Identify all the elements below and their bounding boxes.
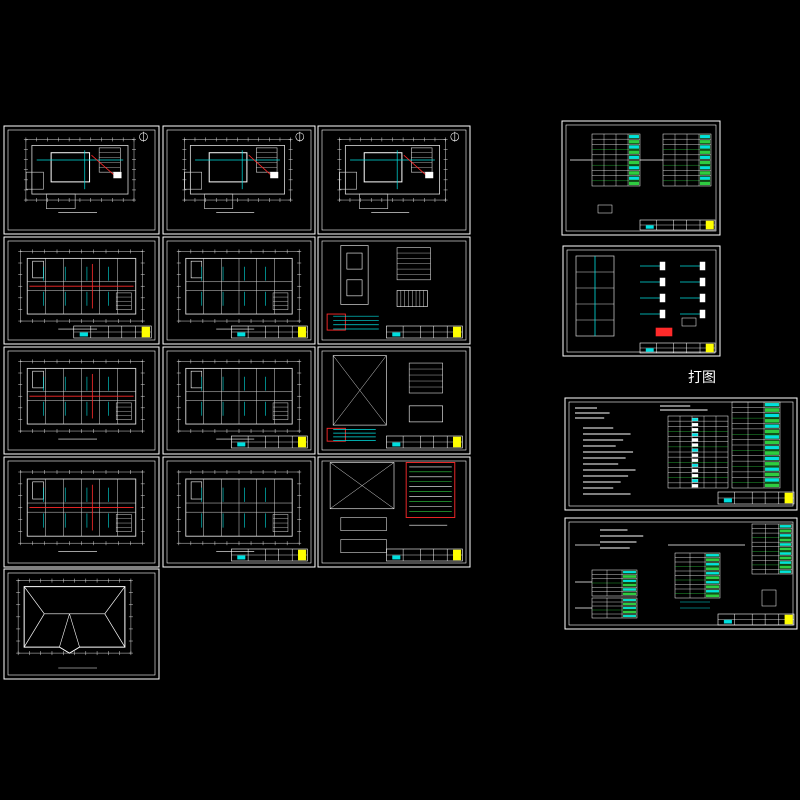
sheet-3 xyxy=(317,125,471,235)
dimension-lines xyxy=(182,137,293,203)
sheet-12 xyxy=(317,456,471,568)
sheet-1 xyxy=(3,125,160,235)
sheet-roof xyxy=(3,568,160,680)
sheet-6 xyxy=(317,236,471,345)
dimension-lines xyxy=(16,578,133,656)
detail-drawing xyxy=(329,462,456,553)
floor-plan xyxy=(337,131,460,213)
title-block xyxy=(639,219,716,231)
dimension-lines xyxy=(176,249,302,324)
dimension-lines xyxy=(176,470,302,546)
floor-plan xyxy=(176,359,302,440)
schedule-table xyxy=(731,401,781,489)
schedule-table xyxy=(591,569,638,597)
print-annotation: 打图 xyxy=(688,370,716,386)
title-block xyxy=(73,325,152,339)
dimension-lines xyxy=(23,137,136,203)
schedule-table xyxy=(751,523,793,575)
title-block xyxy=(717,491,795,505)
sheet-8 xyxy=(162,346,316,455)
floor-plan xyxy=(182,131,305,213)
sheet-5 xyxy=(162,236,316,345)
sheet-7 xyxy=(3,346,160,455)
schedule-table xyxy=(662,133,712,187)
title-block xyxy=(386,325,463,339)
dimension-lines xyxy=(18,249,145,324)
dimension-lines xyxy=(337,137,448,203)
dimension-lines xyxy=(18,359,145,434)
drawing-sheets xyxy=(3,120,798,680)
sheet-4 xyxy=(3,236,160,345)
dimension-lines xyxy=(176,359,302,434)
title-block xyxy=(717,613,795,626)
schedule-table xyxy=(667,415,729,489)
title-block xyxy=(386,435,463,449)
detail-drawing xyxy=(326,355,443,442)
sheet-distribution-2 xyxy=(564,517,798,630)
floor-plan xyxy=(176,470,302,552)
sheet-10 xyxy=(3,456,160,568)
schedule-table xyxy=(591,133,641,187)
schedule-table xyxy=(674,552,721,599)
floor-plan xyxy=(18,249,145,330)
floor-plan xyxy=(18,359,145,440)
floor-plan xyxy=(18,470,145,552)
roof-plan xyxy=(16,578,133,669)
title-block xyxy=(639,342,716,354)
dimension-lines xyxy=(18,470,145,546)
floor-plan xyxy=(23,131,148,213)
detail-drawing xyxy=(326,245,431,331)
sheet-distribution-1 xyxy=(561,120,721,236)
title-block xyxy=(231,435,308,449)
sheet-design-notes xyxy=(564,397,798,511)
sheet-11 xyxy=(162,456,316,568)
sheet-2 xyxy=(162,125,316,235)
title-block xyxy=(231,548,308,562)
title-block xyxy=(231,325,308,339)
title-block xyxy=(386,548,463,562)
sheet-riser-diagram xyxy=(562,245,721,357)
floor-plan xyxy=(176,249,302,330)
sheet-9 xyxy=(317,346,471,455)
